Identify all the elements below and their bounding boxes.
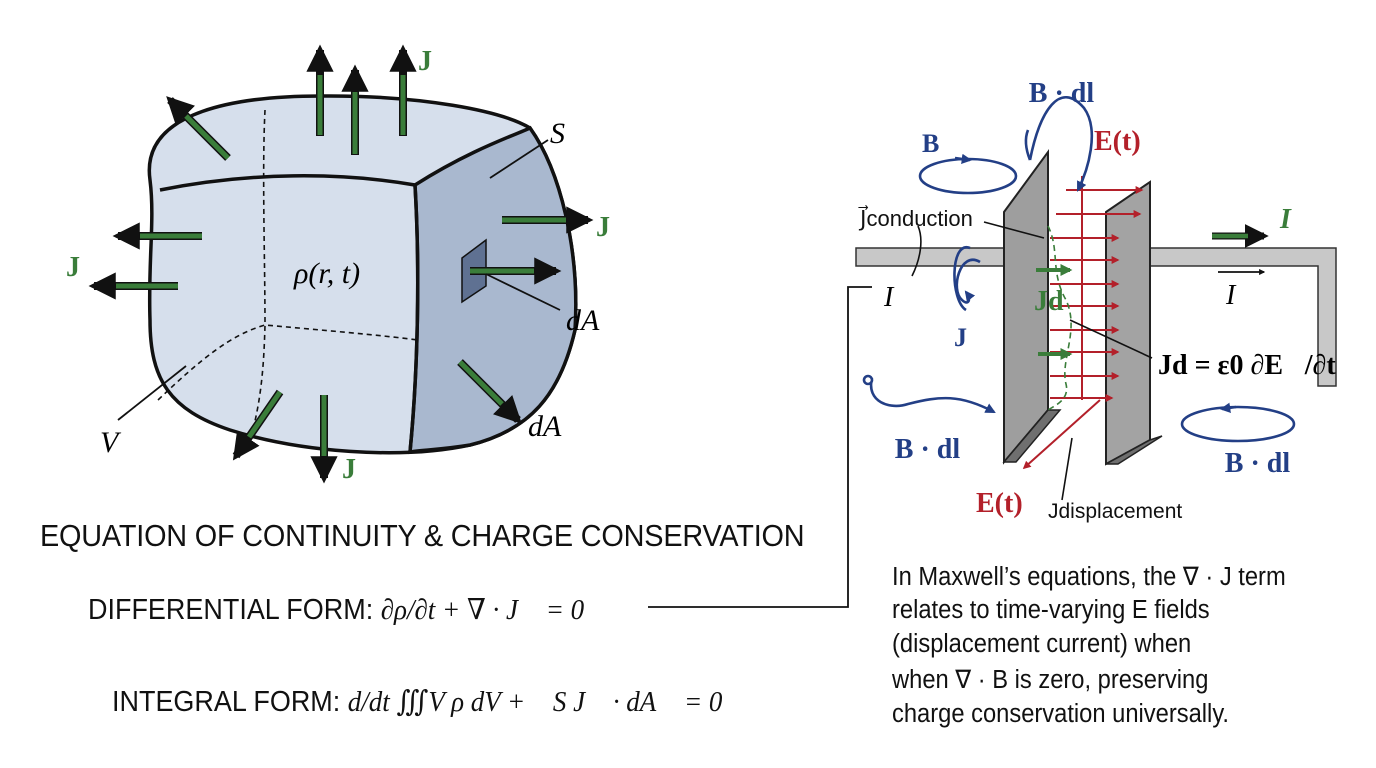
j-label-right: J⃗: [596, 212, 632, 243]
jd-label: Jd: [1034, 286, 1064, 317]
left-labels: ρ(r, t) S V dA⃗ dA⃗ J⃗ J⃗ J⃗ J⃗: [66, 46, 632, 485]
line-integral-left: ∮ B · dl⃗: [866, 434, 982, 465]
e-field-arrows: [1022, 176, 1144, 470]
j-label-top: J⃗: [418, 46, 454, 77]
displacement-current-markers: [1036, 225, 1073, 501]
j-displacement-label: Jdisplacement: [1048, 500, 1182, 523]
b-vector-label: B⃗: [922, 129, 960, 158]
current-label-lower: I: [1225, 280, 1237, 311]
right-sans-labels: J⃗conduction Jdisplacement: [858, 205, 1183, 523]
density-label: ρ(r, t): [293, 257, 360, 290]
differential-label: DIFFERENTIAL FORM:: [88, 594, 374, 626]
connector-line: [648, 286, 872, 608]
b-field-loops: [862, 95, 1296, 443]
area-element-label-1: dA⃗: [566, 304, 623, 337]
surface-label: S: [550, 117, 565, 150]
right-plate: [1105, 180, 1151, 466]
e-field-top: E(t): [1094, 126, 1141, 157]
note-line-3: (displacement current) when: [892, 630, 1192, 658]
control-volume: [147, 94, 578, 455]
note-line-1: In Maxwell’s equations, the ∇ · J term: [892, 563, 1286, 591]
line-integral-top: ∮ B · dl⃗: [1000, 78, 1116, 109]
jd-equation: Jd = ε0 ∂E⃗/∂t: [1158, 350, 1336, 381]
note-line-2: relates to time-varying E fields: [892, 596, 1210, 624]
area-element-label-2: dA⃗: [528, 410, 585, 443]
j-label-bottom: J⃗: [342, 454, 378, 485]
integral-form: INTEGRAL FORM: d/dt ∭V ρ dV + ∯S J⃗ · dA…: [112, 684, 722, 719]
j-conduction-label: J⃗conduction: [858, 205, 973, 231]
right-leaders: [911, 221, 1153, 359]
current-label-right: I: [1279, 204, 1292, 235]
e-field-bottom: E(t): [976, 488, 1023, 519]
note-line-5: charge conservation universally.: [892, 700, 1230, 728]
differential-equation: ∂ρ/∂t + ∇ · J⃗ = 0: [380, 594, 585, 626]
j-label-left: J⃗: [66, 252, 102, 283]
right-labels: B⃗ ∮ B · dl⃗ E(t) I J Jd Jd = ε0 ∂E⃗/∂t …: [866, 78, 1336, 519]
flux-arrows: [88, 44, 594, 484]
current-label-left: I: [883, 282, 895, 313]
integral-equation: d/dt ∭V ρ dV + ∯S J⃗ · dA⃗ = 0: [347, 686, 723, 718]
volume-label: V: [100, 426, 122, 459]
current-arrows: [1212, 224, 1269, 276]
integral-label: INTEGRAL FORM:: [112, 686, 341, 718]
j-label: J: [954, 323, 967, 352]
leader-lines: [117, 139, 561, 421]
note-line-4: when ∇ · B is zero, preserving: [892, 666, 1209, 694]
line-integral-right: ∮ B · dl⃗: [1196, 448, 1312, 479]
page-title: EQUATION OF CONTINUITY & CHARGE CONSERVA…: [40, 518, 805, 553]
differential-form: DIFFERENTIAL FORM: ∂ρ/∂t + ∇ · J⃗ = 0: [88, 592, 584, 627]
